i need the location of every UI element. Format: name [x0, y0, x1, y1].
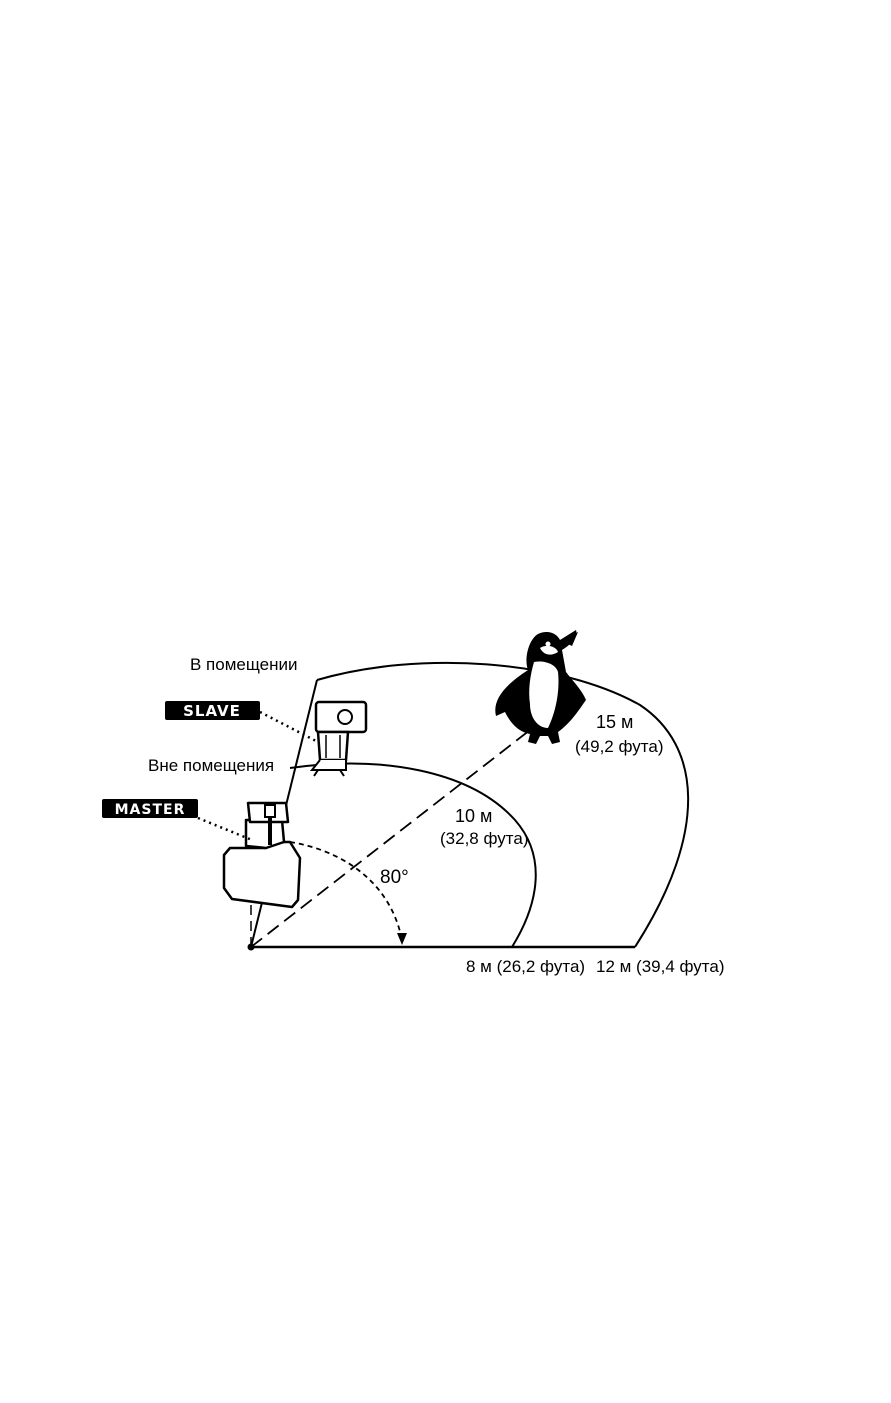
- near-range-label: 8 м (26,2 фута): [466, 957, 585, 976]
- angle-arc: [290, 842, 402, 940]
- inner-distance-ft: (32,8 фута): [440, 829, 528, 848]
- outer-distance-ft: (49,2 фута): [575, 737, 663, 756]
- camera-master-icon: [224, 803, 300, 907]
- slave-flash-icon: [312, 702, 366, 776]
- outer-distance-m: 15 м: [596, 712, 633, 732]
- inner-distance-m: 10 м: [455, 806, 492, 826]
- master-leader-line: [198, 818, 252, 840]
- outdoor-range-arc: [290, 764, 536, 947]
- slave-badge: SLAVE: [165, 701, 260, 720]
- angle-arrowhead: [397, 933, 407, 945]
- angle-label: 80°: [380, 867, 409, 888]
- master-badge: MASTER: [102, 799, 198, 818]
- penguin-subject-icon: [495, 630, 586, 744]
- indoor-label: В помещении: [190, 655, 298, 674]
- slave-badge-text: SLAVE: [183, 702, 241, 720]
- far-range-label: 12 м (39,4 фута): [596, 957, 725, 976]
- master-badge-text: MASTER: [115, 802, 186, 818]
- outdoor-label: Вне помещения: [148, 756, 274, 775]
- slave-leader-line: [260, 712, 318, 742]
- origin-point: [248, 944, 255, 951]
